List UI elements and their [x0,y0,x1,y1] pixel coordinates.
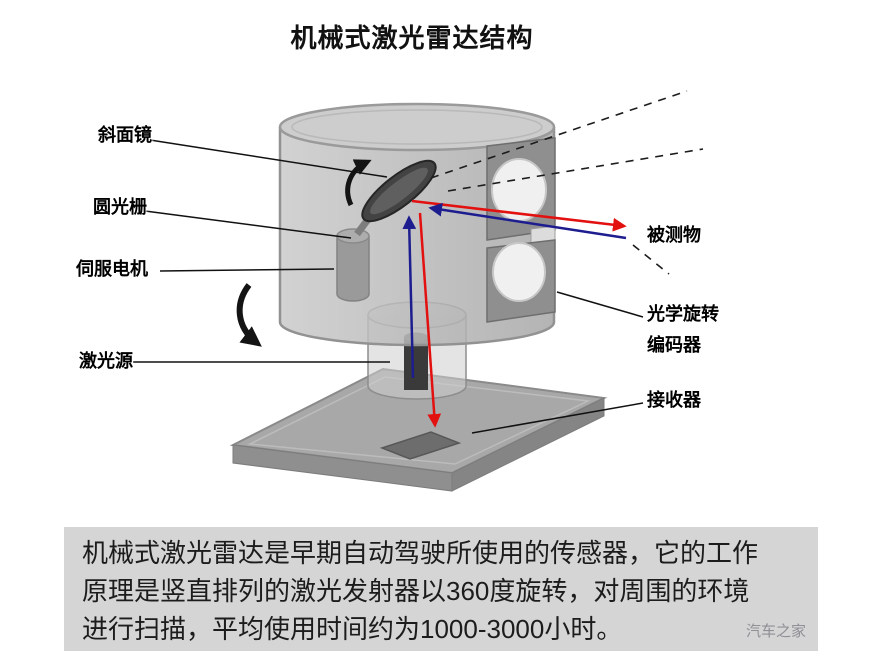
figure-title: 机械式激光雷达结构 [290,23,534,53]
label-laser-source: 激光源 [79,351,133,371]
base-plate [229,367,608,492]
label-optical-encoder-line1: 光学旋转 [647,304,719,324]
caption-box: 机械式激光雷达是早期自动驾驶所使用的传感器，它的工作 原理是竖直排列的激光发射器… [64,527,818,651]
label-optical-encoder-line2: 编码器 [647,335,701,355]
caption-line-2: 原理是竖直排列的激光发射器以360度旋转，对周围的环境 [82,576,750,606]
label-optical-encoder: 光学旋转 编码器 [647,299,719,361]
label-servo-motor: 伺服电机 [76,259,148,279]
caption-line-3: 进行扫描，平均使用时间约为1000-3000小时。 [82,614,623,644]
receiver-chip [379,431,462,460]
caption-line-1: 机械式激光雷达是早期自动驾驶所使用的传感器，它的工作 [82,538,759,568]
label-circular-grating: 圆光栅 [93,197,147,217]
beam-arrows [402,199,627,428]
label-slant-mirror: 斜面镜 [98,125,152,145]
dashed-rays [430,90,704,275]
leader-lines [133,139,644,434]
watermark: 汽车之家 [746,623,807,640]
servo-motor-shape [336,228,370,302]
label-receiver: 接收器 [647,390,701,410]
encoder-panel [486,137,556,323]
rotation-arrows [236,159,372,347]
label-measured-object: 被测物 [647,225,701,245]
slant-mirror-shape [354,159,437,237]
